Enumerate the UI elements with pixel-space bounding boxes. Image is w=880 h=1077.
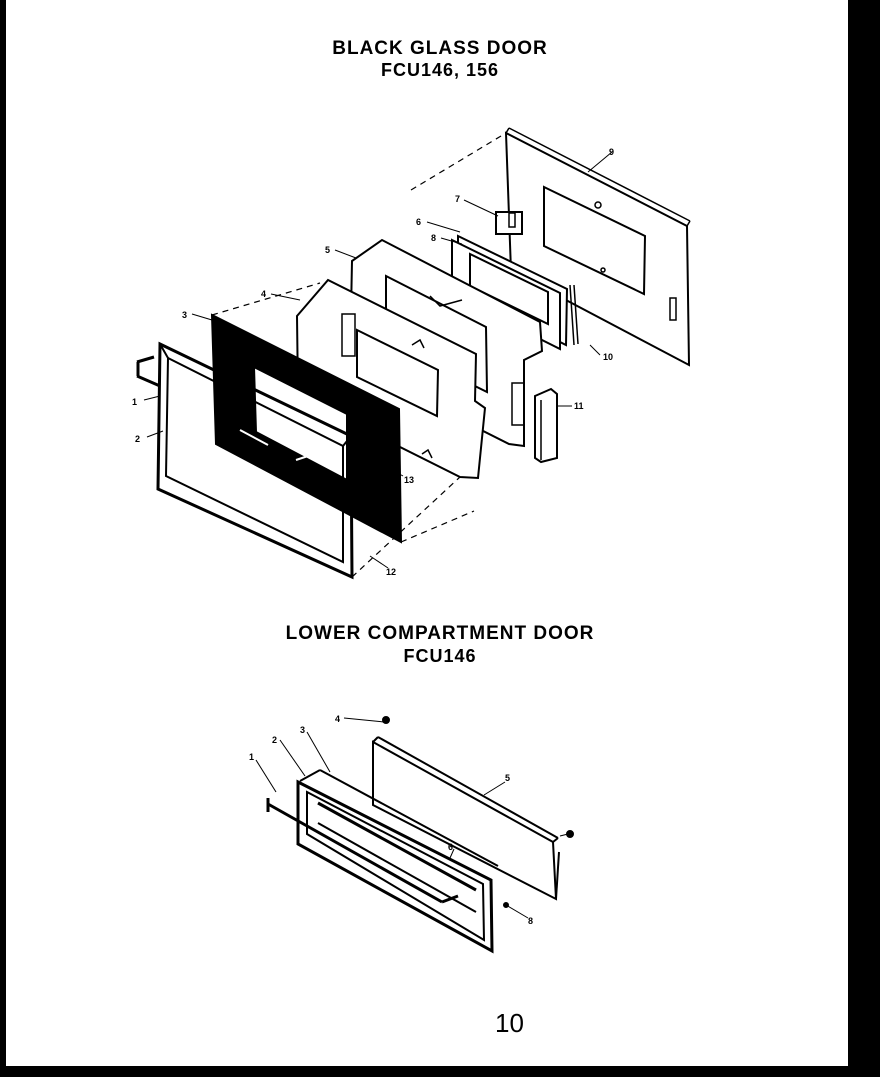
- upper-callout-9: 9: [609, 147, 614, 157]
- lower-assembly: [255, 716, 574, 954]
- upper-callout-7: 7: [455, 194, 460, 204]
- lower-door-handle: [266, 798, 459, 904]
- upper-callout-11: 11: [574, 401, 584, 411]
- lower-leader-lines: [255, 717, 569, 919]
- page-number: 10: [495, 1008, 524, 1038]
- upper-callout-3: 3: [182, 310, 187, 320]
- upper-alignment-lines: [211, 132, 507, 578]
- lower-models: FCU146: [403, 646, 477, 666]
- lower-callout-1: 1: [249, 752, 254, 762]
- upper-assembly: [136, 127, 691, 580]
- upper-callout-2: 2: [135, 434, 140, 444]
- upper-callout-13: 13: [404, 475, 414, 485]
- upper-callout-4: 4: [261, 289, 266, 299]
- lower-callout-2: 2: [272, 735, 277, 745]
- diagram-sheet: [6, 0, 848, 1066]
- upper-title: BLACK GLASS DOOR: [332, 38, 548, 59]
- upper-callout-1: 1: [132, 397, 137, 407]
- upper-callout-8: 8: [431, 233, 436, 243]
- upper-models: FCU146, 156: [380, 60, 500, 80]
- lower-callout-6: 6: [448, 842, 453, 852]
- lower-back-panel: [372, 736, 560, 901]
- lower-door-frame: [296, 769, 499, 954]
- upper-callout-12: 12: [386, 567, 396, 577]
- hinge-block: [534, 387, 558, 464]
- lower-callout-5: 5: [505, 773, 510, 783]
- lower-callout-4: 4: [335, 714, 340, 724]
- lower-callout-3: 3: [300, 725, 305, 735]
- upper-callout-6: 6: [416, 217, 421, 227]
- upper-callout-5: 5: [325, 245, 330, 255]
- upper-callout-10: 10: [603, 352, 613, 362]
- upper-leader-lines: [143, 151, 613, 569]
- lower-title: LOWER COMPARTMENT DOOR: [285, 623, 595, 644]
- lower-callout-8: 8: [528, 916, 533, 926]
